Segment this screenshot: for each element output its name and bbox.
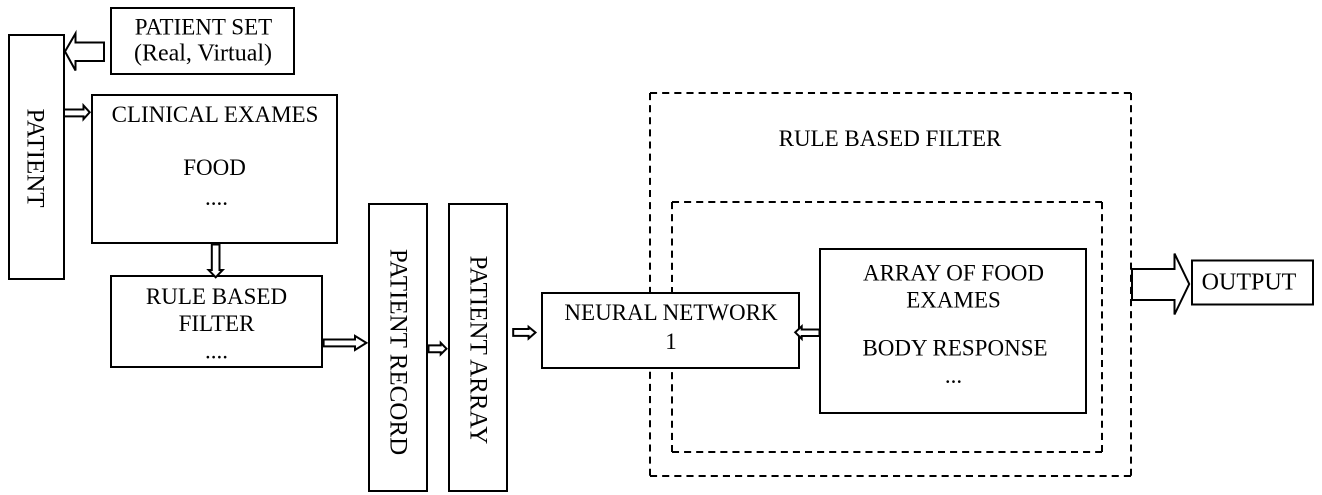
svg-text:....: .... bbox=[205, 185, 228, 210]
svg-text:1: 1 bbox=[665, 329, 677, 354]
svg-text:FILTER: FILTER bbox=[179, 311, 255, 336]
svg-text:....: .... bbox=[205, 339, 228, 364]
svg-text:RULE BASED: RULE BASED bbox=[146, 284, 287, 309]
svg-text:...: ... bbox=[945, 363, 962, 388]
svg-text:EXAMES: EXAMES bbox=[906, 288, 1001, 313]
svg-text:OUTPUT: OUTPUT bbox=[1202, 270, 1297, 296]
svg-text:PATIENT: PATIENT bbox=[22, 108, 49, 207]
svg-text:NEURAL NETWORK: NEURAL NETWORK bbox=[564, 300, 778, 325]
svg-text:RULE BASED FILTER: RULE BASED FILTER bbox=[779, 126, 1002, 151]
svg-text:PATIENT RECORD: PATIENT RECORD bbox=[385, 249, 412, 455]
svg-text:PATIENT SET: PATIENT SET bbox=[135, 15, 272, 40]
svg-text:BODY RESPONSE: BODY RESPONSE bbox=[862, 336, 1047, 361]
svg-text:PATIENT ARRAY: PATIENT ARRAY bbox=[465, 256, 492, 445]
svg-text:ARRAY OF FOOD: ARRAY OF FOOD bbox=[863, 261, 1044, 286]
svg-text:FOOD: FOOD bbox=[183, 155, 246, 180]
svg-text:(Real, Virtual): (Real, Virtual) bbox=[134, 41, 272, 67]
svg-text:CLINICAL EXAMES: CLINICAL EXAMES bbox=[112, 102, 319, 127]
